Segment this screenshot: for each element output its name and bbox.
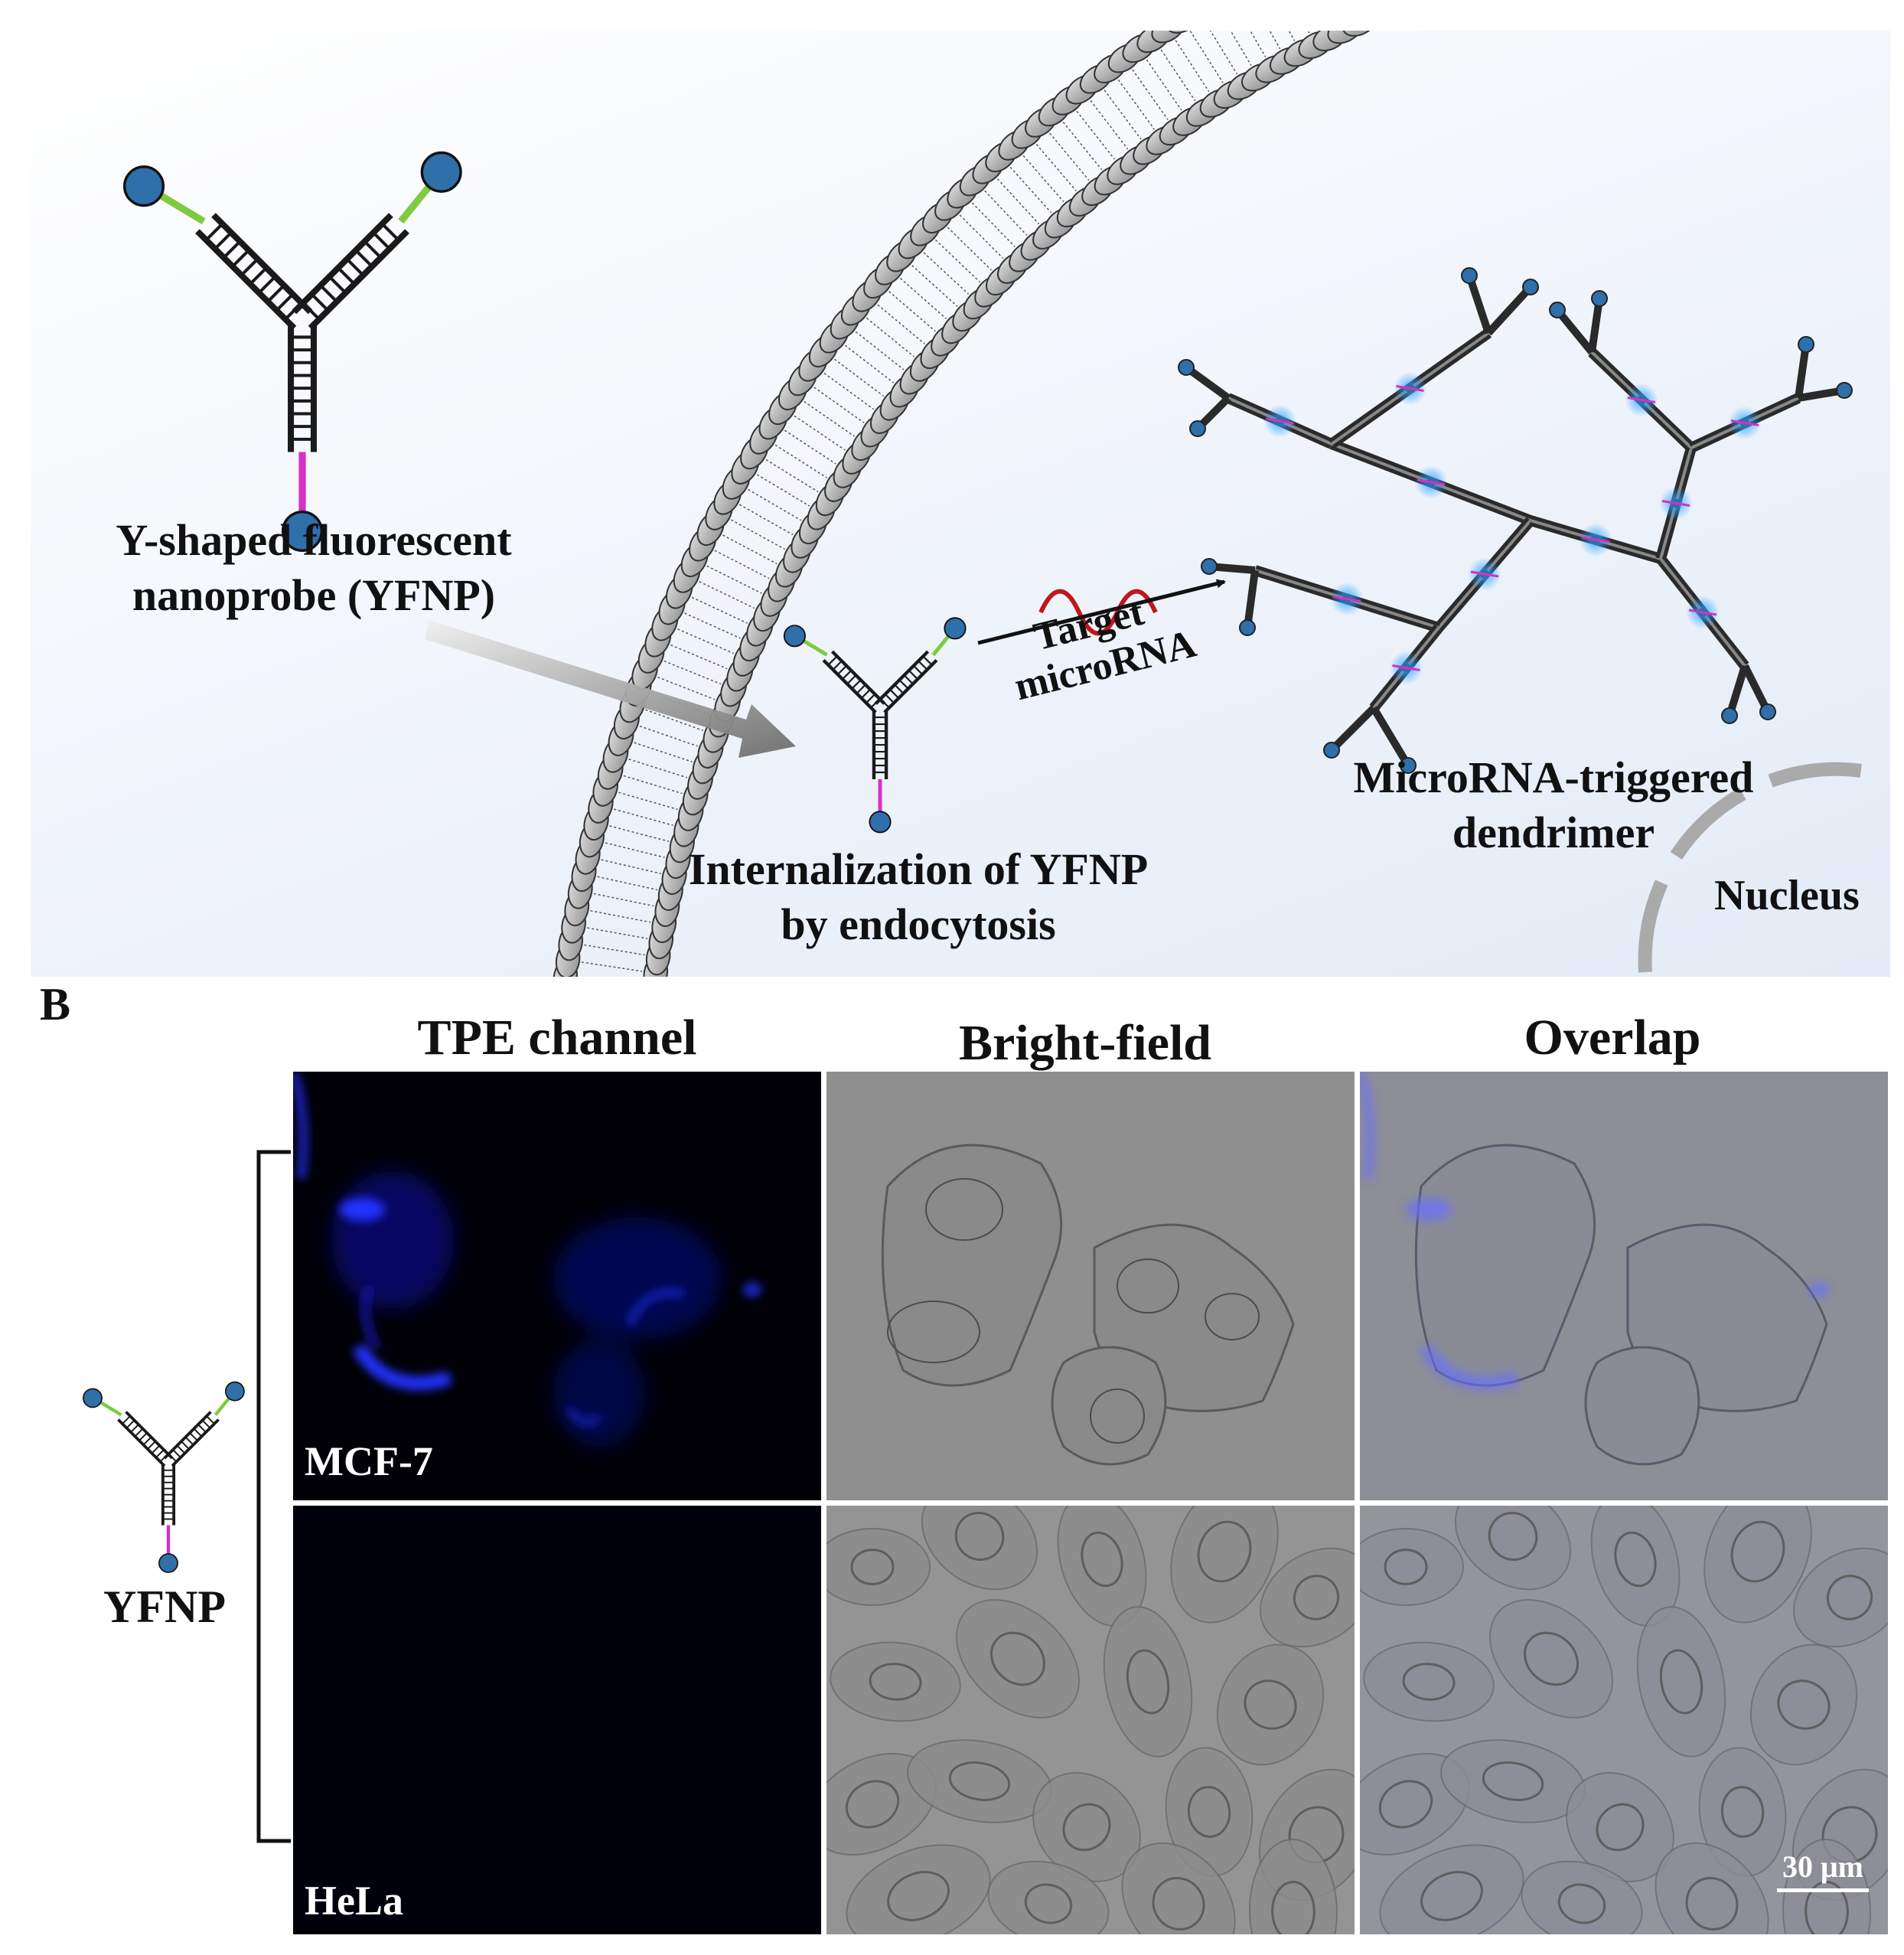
yfnp-label-line1: Y-shaped fluorescent: [116, 515, 512, 565]
cell-line-label-hela: HeLa: [305, 1878, 403, 1924]
row-bracket: [256, 1150, 291, 1843]
schematic-panel: Y-shaped fluorescent nanoprobe (YFNP) In…: [31, 31, 1890, 977]
image-hela-tpe: HeLa: [293, 1506, 821, 1934]
overlap-cells-hela: [1360, 1506, 1888, 1934]
column-header-overlap: Overlap: [1524, 1010, 1701, 1066]
cell-membrane-bilayer: [550, 31, 1377, 977]
panel-letter-b: B: [40, 979, 71, 1030]
yfnp-legend-label: YFNP: [103, 1581, 226, 1632]
image-mcf7-bright-field: [826, 1072, 1355, 1500]
yfnp-probe-legend-icon: [83, 1381, 245, 1573]
tpe-signal-mcf7: [293, 1072, 761, 1447]
column-header-tpe: TPE channel: [417, 1010, 697, 1066]
yfnp-label: Y-shaped fluorescent nanoprobe (YFNP): [61, 513, 566, 623]
bright-field-cells-mcf7: [881, 1144, 1295, 1466]
yfnp-probe-internalized: [783, 617, 967, 834]
scale-bar-label: 30 μm: [1782, 1849, 1863, 1884]
image-mcf7-overlap: [1360, 1072, 1888, 1500]
overlap-cells-mcf7: [1360, 1072, 1830, 1466]
nucleus-envelope: [1638, 762, 1890, 973]
image-hela-bright-field: [826, 1506, 1355, 1934]
dendrimer-label-line1: MicroRNA-triggered: [1353, 752, 1754, 802]
internalization-label-line2: by endocytosis: [781, 899, 1056, 949]
scale-bar: [1777, 1888, 1869, 1892]
image-mcf7-tpe: MCF-7: [293, 1072, 821, 1500]
yfnp-probe-large: [122, 151, 462, 553]
dendrimer-label-line2: dendrimer: [1452, 808, 1655, 857]
dendrimer-label: MicroRNA-triggered dendrimer: [1324, 750, 1783, 860]
cell-line-label-mcf7: MCF-7: [305, 1438, 433, 1484]
microrna-dendrimer: [1178, 267, 1853, 774]
nucleus-label: Nucleus: [1714, 872, 1860, 919]
internalization-label: Internalization of YFNP by endocytosis: [628, 842, 1209, 952]
bright-field-cells-hela: [826, 1506, 1355, 1934]
internalization-label-line1: Internalization of YFNP: [688, 844, 1149, 894]
column-header-bright-field: Bright-field: [959, 1015, 1211, 1071]
endocytosis-arrow: [425, 620, 796, 758]
schematic-drawing: [122, 31, 1890, 977]
microrna-wave-icon: [1038, 589, 1158, 636]
yfnp-label-line2: nanoprobe (YFNP): [132, 570, 496, 620]
reaction-arrow: [977, 579, 1226, 645]
image-hela-overlap: 30 μm: [1360, 1506, 1888, 1934]
